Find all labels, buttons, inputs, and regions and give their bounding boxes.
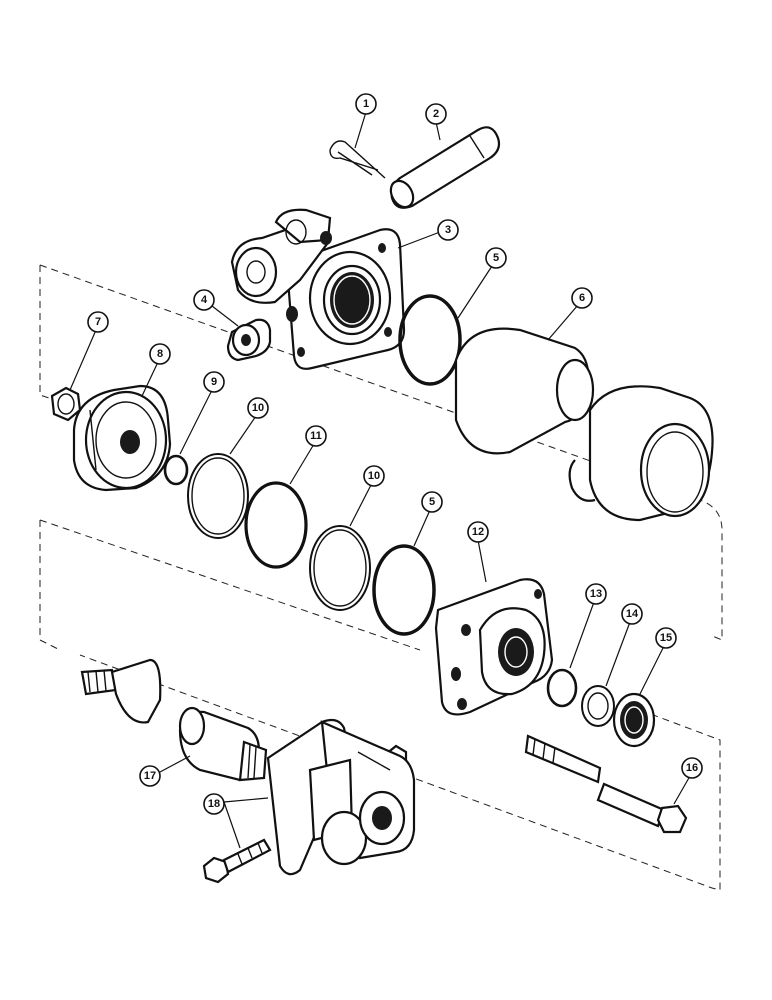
piston	[72, 384, 172, 492]
pin	[389, 126, 501, 209]
callout-2-label: 2	[433, 108, 439, 120]
callout-4: 4	[193, 289, 215, 311]
o-ring-lower	[372, 544, 436, 636]
long-bolt	[524, 734, 688, 834]
callout-5-lower: 5	[421, 491, 443, 513]
wear-ring-1-inner	[191, 457, 245, 535]
callout-6: 6	[571, 287, 593, 309]
callout-15-label: 15	[660, 632, 672, 644]
callout-16-label: 16	[686, 762, 698, 774]
callout-1-label: 1	[363, 98, 369, 110]
callout-11: 11	[305, 425, 327, 447]
callout-2: 2	[425, 103, 447, 125]
callout-18-label: 18	[208, 798, 220, 810]
callout-5-upper: 5	[485, 247, 507, 269]
callout-12: 12	[467, 521, 489, 543]
callout-16: 16	[681, 757, 703, 779]
callout-14-label: 14	[626, 608, 639, 620]
callout-12-label: 12	[472, 526, 484, 538]
callout-10-b: 10	[363, 465, 385, 487]
o-ring-upper	[398, 294, 462, 386]
callout-13: 13	[585, 583, 607, 605]
callout-10-b-label: 10	[368, 470, 380, 482]
callout-9-label: 9	[211, 376, 217, 388]
callout-7-label: 7	[95, 316, 101, 328]
callout-7: 7	[87, 311, 109, 333]
rod-clevis	[266, 718, 416, 876]
callout-15: 15	[655, 627, 677, 649]
callout-1: 1	[355, 93, 377, 115]
wear-ring-2	[309, 525, 371, 611]
piston-nut	[50, 386, 82, 422]
callout-3-label: 3	[445, 224, 451, 236]
callout-10-a-label: 10	[252, 402, 264, 414]
rod-washer-inner	[587, 692, 609, 720]
hair-pin-clip	[329, 140, 386, 179]
callout-11-label: 11	[310, 430, 322, 442]
callout-8: 8	[149, 343, 171, 365]
callout-6-label: 6	[579, 292, 585, 304]
callout-3: 3	[437, 219, 459, 241]
cylinder-tube	[454, 327, 714, 522]
callout-10-a: 10	[247, 397, 269, 419]
piston-rod	[80, 658, 268, 782]
piston-ring-small	[163, 454, 189, 486]
wear-ring-2-inner	[313, 529, 367, 607]
base-end-cap	[230, 208, 406, 370]
plug	[226, 318, 272, 362]
rod-end-cap	[434, 578, 554, 716]
callout-13-label: 13	[590, 588, 602, 600]
callout-5-lower-label: 5	[429, 496, 435, 508]
callout-8-label: 8	[157, 348, 163, 360]
piston-seal	[244, 481, 308, 569]
callout-17: 17	[139, 765, 161, 787]
callout-17-label: 17	[144, 770, 156, 782]
callout-14: 14	[621, 603, 643, 625]
wear-ring-1	[187, 453, 249, 539]
leader-lines	[69, 111, 691, 849]
callout-18: 18	[203, 793, 225, 815]
rod-washer	[581, 685, 615, 727]
clevis-bolt	[202, 838, 272, 884]
rod-wiper-seal	[612, 692, 656, 748]
callout-9: 9	[203, 371, 225, 393]
rod-ring	[546, 668, 578, 708]
callout-4-label: 4	[201, 294, 208, 306]
callout-5-upper-label: 5	[493, 252, 499, 264]
